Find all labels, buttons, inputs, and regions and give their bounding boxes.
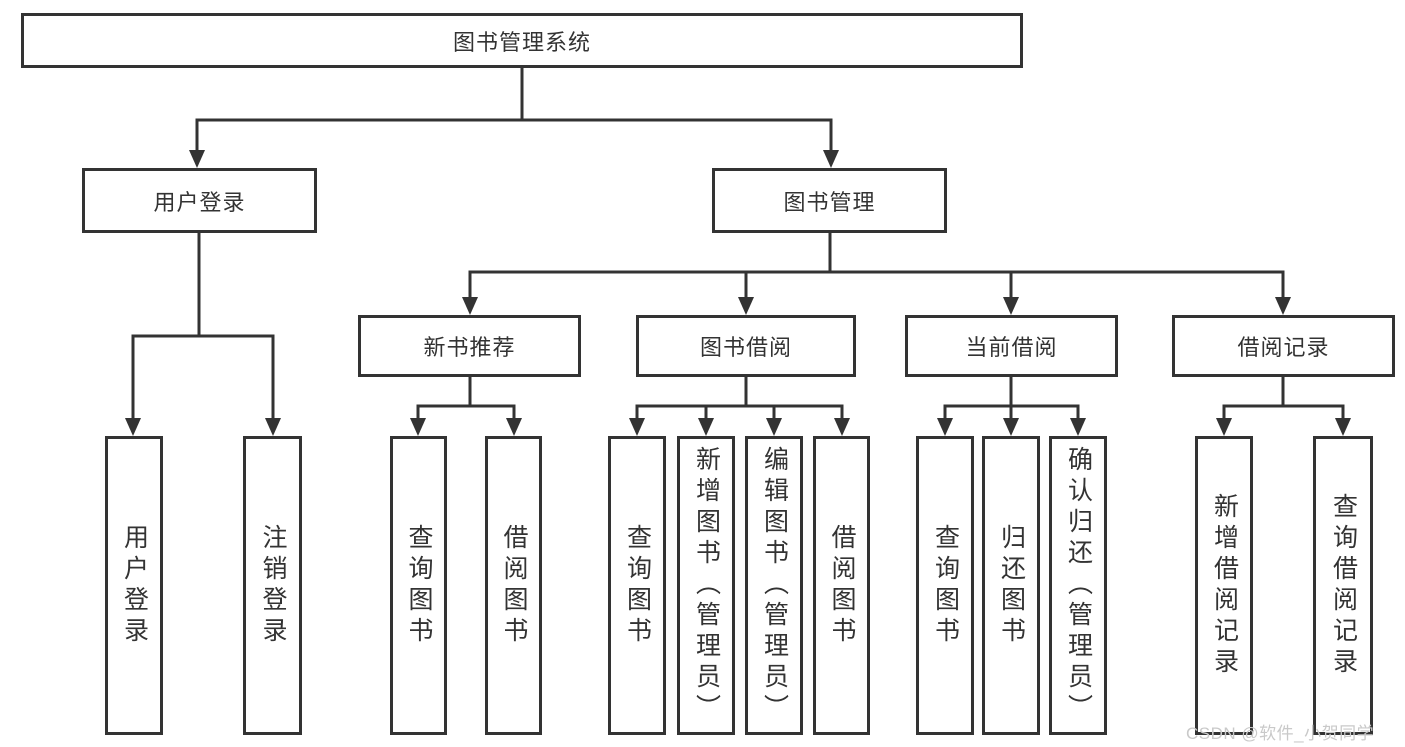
node-label: 编辑图书（管理员） — [760, 446, 789, 725]
arrow-icon — [629, 418, 645, 436]
node-label: 新增图书（管理员） — [692, 446, 721, 725]
arrow-icon — [1003, 418, 1019, 436]
leaf-edit-books-admin: 编辑图书（管理员） — [745, 436, 803, 735]
leaf-current-query-books: 查询图书 — [916, 436, 974, 735]
arrow-icon — [937, 418, 953, 436]
node-book-management: 图书管理 — [712, 168, 947, 233]
leaf-add-borrow-record: 新增借阅记录 — [1195, 436, 1253, 735]
edge-level2-rail — [195, 118, 833, 152]
leaf-newbook-borrow-books: 借阅图书 — [485, 436, 542, 735]
leaf-user-login: 用户登录 — [105, 436, 163, 735]
node-label: 用户登录 — [153, 189, 246, 215]
leaf-add-books-admin: 新增图书（管理员） — [677, 436, 735, 735]
node-label: 新增借阅记录 — [1210, 492, 1239, 679]
leaf-borrow-query-books: 查询图书 — [608, 436, 666, 735]
arrow-icon — [462, 297, 478, 315]
leaf-return-books: 归还图书 — [982, 436, 1040, 735]
arrow-icon — [834, 418, 850, 436]
edge-level3-rail — [468, 270, 1285, 299]
arrow-icon — [738, 297, 754, 315]
arrow-icon — [766, 418, 782, 436]
arrow-icon — [506, 418, 522, 436]
arrow-icon — [189, 150, 205, 168]
leaf-borrow-books: 借阅图书 — [813, 436, 870, 735]
arrow-icon — [1275, 297, 1291, 315]
node-label: 查询图书 — [623, 523, 652, 648]
node-label: 查询图书 — [405, 523, 433, 648]
node-label: 图书管理系统 — [452, 29, 591, 55]
arrow-icon — [823, 150, 839, 168]
arrow-icon — [1070, 418, 1086, 436]
arrow-icon — [410, 418, 426, 436]
node-label: 图书借阅 — [699, 335, 792, 360]
node-root-system: 图书管理系统 — [21, 13, 1023, 68]
node-label: 借阅图书 — [828, 523, 856, 648]
edge-borrowrecord-rail — [1222, 404, 1345, 418]
arrow-icon — [1335, 418, 1351, 436]
arrow-icon — [1216, 418, 1232, 436]
arrow-icon — [125, 418, 141, 436]
node-label: 确认归还（管理员） — [1064, 446, 1093, 725]
node-label: 用户登录 — [120, 523, 149, 648]
node-current-borrowing: 当前借阅 — [905, 315, 1118, 377]
node-label: 借阅图书 — [500, 523, 528, 648]
edge-newbook-rail — [416, 404, 516, 418]
node-label: 归还图书 — [997, 523, 1026, 648]
leaf-logout: 注销登录 — [243, 436, 302, 735]
arrow-icon — [265, 418, 281, 436]
arrow-icon — [698, 418, 714, 436]
node-label: 图书管理 — [783, 189, 876, 215]
leaf-query-borrow-record: 查询借阅记录 — [1313, 436, 1373, 735]
edge-bookborrow-rail — [635, 404, 844, 418]
node-new-book-recommend: 新书推荐 — [358, 315, 581, 377]
node-book-borrowing: 图书借阅 — [636, 315, 856, 377]
node-borrow-records: 借阅记录 — [1172, 315, 1395, 377]
node-label: 注销登录 — [259, 523, 287, 648]
node-label: 查询图书 — [931, 523, 960, 648]
leaf-newbook-query-books: 查询图书 — [390, 436, 447, 735]
node-label: 查询借阅记录 — [1329, 492, 1358, 679]
edge-userlogin-rail — [131, 334, 275, 420]
node-label: 新书推荐 — [423, 335, 516, 360]
leaf-confirm-return-admin: 确认归还（管理员） — [1049, 436, 1107, 735]
arrow-icon — [1003, 297, 1019, 315]
node-user-login: 用户登录 — [82, 168, 317, 233]
csdn-watermark: CSDN @软件_小贺同学 — [1186, 724, 1375, 743]
arrowheads — [125, 150, 1351, 436]
node-label: 当前借阅 — [965, 335, 1058, 360]
node-label: 借阅记录 — [1237, 335, 1330, 360]
